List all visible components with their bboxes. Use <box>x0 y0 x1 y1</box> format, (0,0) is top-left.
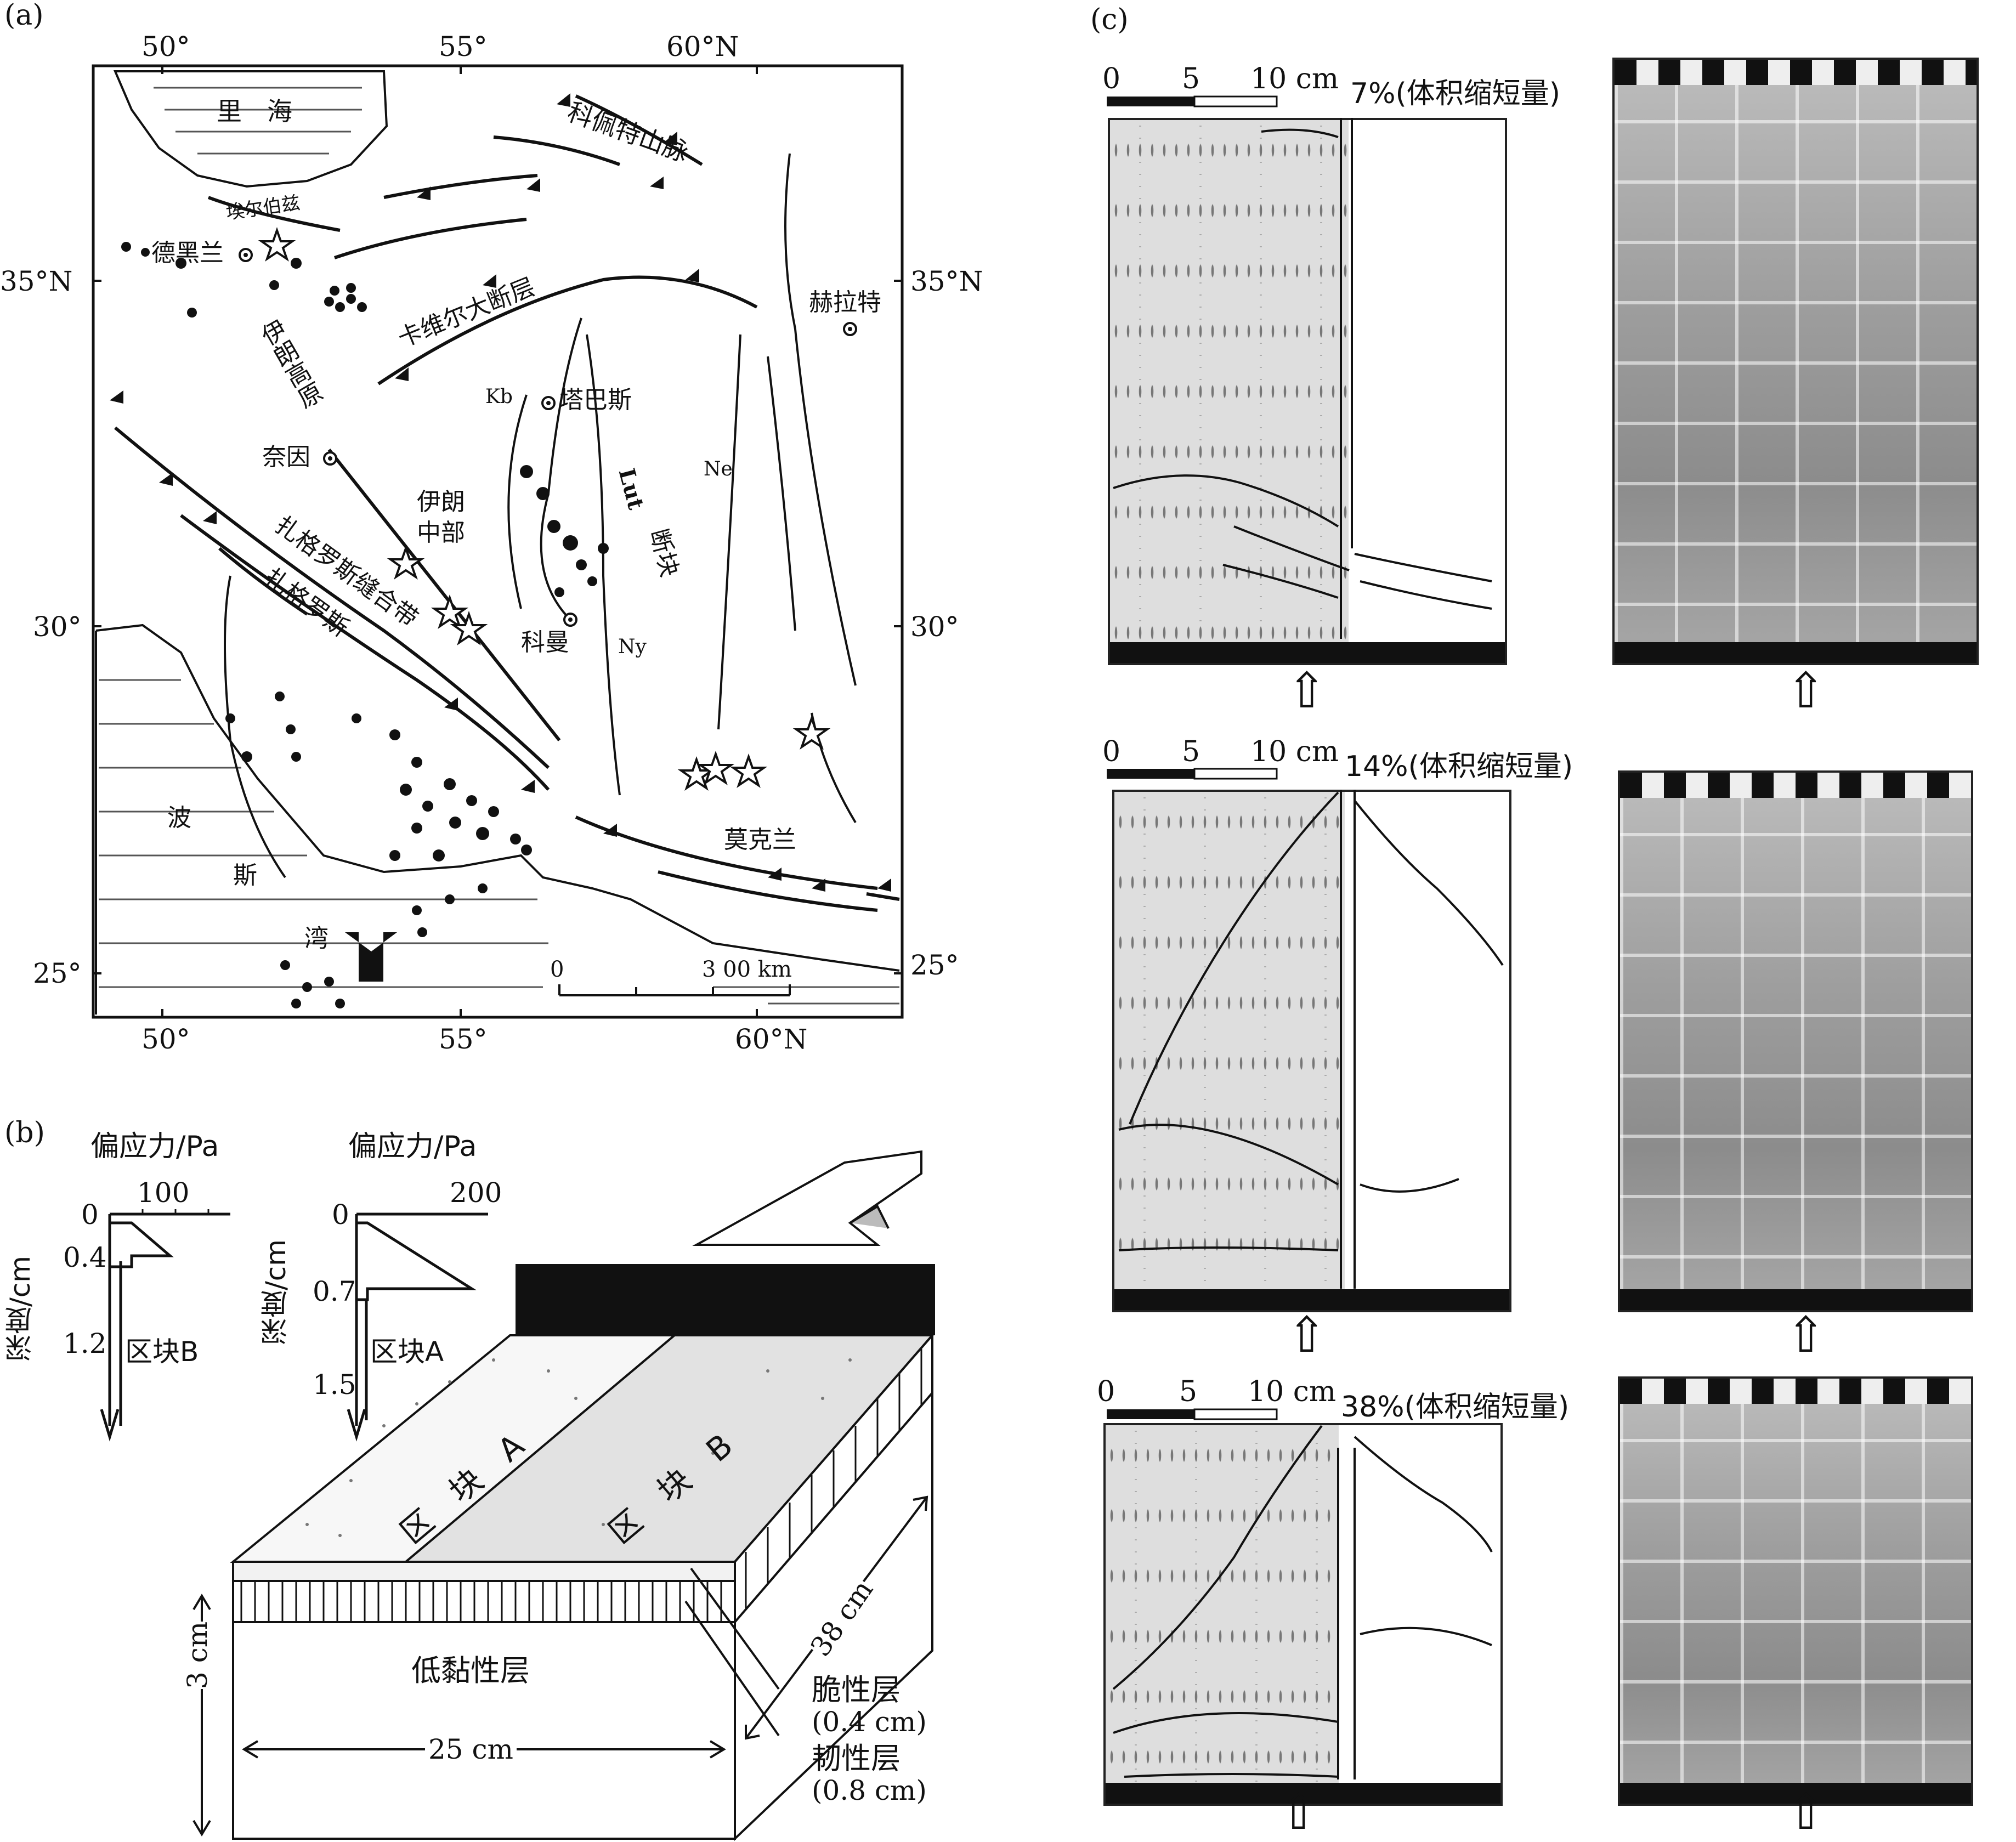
stage-7-sketch <box>1108 118 1507 665</box>
stage-38-arrow-right: ⇧ <box>1785 1783 1827 1841</box>
width-dimension-label: 25 cm <box>425 1736 517 1763</box>
persian-gulf-label-1: 波 <box>167 804 191 832</box>
panel-c-letter: (c) <box>1090 3 1129 36</box>
stage-38-scale-0: 0 <box>1097 1375 1115 1408</box>
right-tick-25: 25° <box>910 949 959 981</box>
profile-b-title: 偏应力/Pa <box>90 1130 219 1163</box>
profile-b-block: 区块B <box>125 1336 199 1368</box>
stage-7-scale-0: 0 <box>1102 63 1121 95</box>
ne-label: Ne <box>704 458 733 480</box>
profile-a-block: 区块A <box>370 1336 444 1368</box>
bottom-tick-55: 55° <box>439 1023 488 1055</box>
right-tick-35: 35°N <box>910 265 983 297</box>
panel-b-letter: (b) <box>4 1116 45 1149</box>
ductile-thickness-label: (0.8 cm) <box>812 1775 927 1806</box>
bottom-tick-50: 50° <box>141 1023 190 1055</box>
persian-gulf-label-3: 湾 <box>304 925 329 953</box>
profile-a-ytick-1: 0.7 <box>313 1276 356 1307</box>
scale-300-label: 3 00 km <box>702 957 792 982</box>
top-tick-50: 50° <box>141 31 190 63</box>
top-tick-55: 55° <box>439 31 488 63</box>
ny-label: Ny <box>618 636 647 658</box>
tabas-label: 塔巴斯 <box>559 386 632 414</box>
stage-7-photo <box>1612 58 1979 665</box>
right-tick-30: 30° <box>910 611 959 643</box>
tehran-label: 德黑兰 <box>151 239 224 267</box>
stage-7-scale-10: 10 cm <box>1250 63 1339 95</box>
makran-label: 莫克兰 <box>724 826 796 854</box>
stage-38-scale-5: 5 <box>1179 1375 1198 1408</box>
panel-a-letter: (a) <box>4 0 44 32</box>
stage-7-arrow-right: ⇧ <box>1785 662 1827 719</box>
caspian-sea-label: 里 海 <box>217 97 292 126</box>
ductile-layer-label: 韧性层 <box>812 1741 901 1776</box>
nain-label: 奈因 <box>262 443 310 471</box>
top-tick-60: 60°N <box>666 31 739 63</box>
left-tick-25: 25° <box>33 957 82 989</box>
profile-a-title-text: 偏应力/Pa <box>348 1130 477 1163</box>
stage-7-arrow-left: ⇧ <box>1286 662 1328 719</box>
stage-14-photo <box>1618 770 1973 1312</box>
brittle-thickness-label: (0.4 cm) <box>812 1706 927 1738</box>
profile-a-ytick-0: 0 <box>332 1199 349 1231</box>
bottom-tick-60: 60°N <box>735 1023 808 1055</box>
stage-38-photo <box>1618 1376 1973 1806</box>
herat-label: 赫拉特 <box>809 288 881 316</box>
kb-label: Kb <box>485 386 513 408</box>
profile-b-ytick-2: 1.2 <box>63 1328 107 1359</box>
profile-b-ytick-0: 0 <box>81 1199 99 1231</box>
stage-38-label: 38%(体积缩短量) <box>1341 1391 1570 1424</box>
profile-b-xtick: 100 <box>137 1177 190 1209</box>
persian-gulf-label-2: 斯 <box>233 862 257 889</box>
central-iran-label-1: 伊朗 <box>417 488 465 516</box>
profile-a-ytick-2: 1.5 <box>313 1369 356 1401</box>
stage-14-label: 14%(体积缩短量) <box>1345 750 1573 783</box>
stage-38-arrow-left: ⇧ <box>1278 1783 1320 1841</box>
stage-7-label: 7%(体积缩短量) <box>1350 77 1561 110</box>
stage-7-scale-5: 5 <box>1182 63 1200 95</box>
kerman-label: 科曼 <box>521 628 569 656</box>
scale-zero-label: 0 <box>550 957 564 982</box>
left-tick-30: 30° <box>33 611 82 643</box>
stage-14-scale-0: 0 <box>1102 735 1121 768</box>
left-tick-35: 35°N <box>0 265 73 297</box>
stage-14-scale-10: 10 cm <box>1250 735 1339 768</box>
profile-b-ytick-1: 0.4 <box>63 1242 107 1273</box>
stage-14-scale-5: 5 <box>1182 735 1200 768</box>
stage-14-arrow-left: ⇧ <box>1286 1306 1328 1364</box>
stage-14-arrow-right: ⇧ <box>1785 1306 1827 1364</box>
central-iran-label-2: 中部 <box>417 519 465 547</box>
stage-14-sketch <box>1112 790 1511 1312</box>
low-viscosity-label: 低黏性层 <box>411 1653 530 1688</box>
profile-a-xtick: 200 <box>450 1177 502 1209</box>
brittle-layer-label: 脆性层 <box>812 1673 901 1707</box>
stage-38-scale-10: 10 cm <box>1248 1375 1337 1408</box>
